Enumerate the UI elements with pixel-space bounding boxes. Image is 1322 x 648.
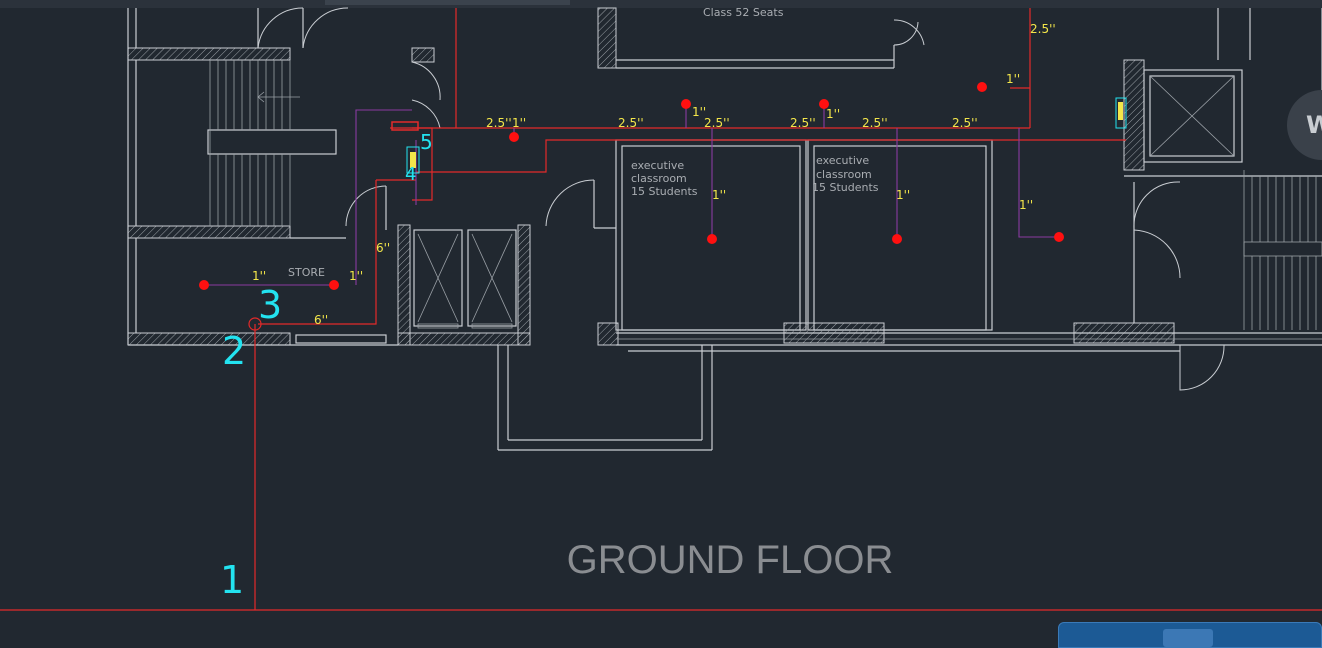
size-label: 2.5'' — [618, 116, 644, 130]
size-label: 2.5'' — [952, 116, 978, 130]
exec2-line2: classroom — [816, 168, 872, 181]
bottom-projection — [497, 345, 713, 451]
sprinkler-head — [707, 234, 717, 244]
executive-classrooms — [597, 139, 1322, 391]
node-tag-2: 2 — [222, 329, 246, 373]
size-label: 1'' — [692, 105, 706, 119]
size-label: 1'' — [1019, 198, 1033, 212]
navigation-knob[interactable] — [1163, 629, 1213, 647]
size-label: 1'' — [349, 269, 363, 283]
top-toolbar-strip — [0, 0, 1322, 8]
store-label: STORE — [288, 266, 325, 279]
node-tag-5: 5 — [420, 130, 433, 154]
top-classroom — [597, 7, 1251, 69]
size-label: 1'' — [512, 116, 526, 130]
exec1-line1: executive — [631, 159, 684, 172]
sprinkler-head — [509, 132, 519, 142]
sprinkler-pipework — [0, 8, 1322, 611]
size-label: 6'' — [314, 313, 328, 327]
size-label: 2.5'' — [790, 116, 816, 130]
sprinkler-head — [819, 99, 829, 109]
size-label: 2.5'' — [1030, 22, 1056, 36]
drawing-title: GROUND FLOOR — [567, 538, 894, 582]
node-tag-4: 4 — [405, 164, 416, 185]
sprinkler-heads — [199, 82, 1064, 290]
sprinkler-head — [199, 280, 209, 290]
sprinkler-head — [892, 234, 902, 244]
sprinkler-head — [681, 99, 691, 109]
sprinkler-head — [329, 280, 339, 290]
room-labels: STORE Class 52 Seats executive classroom… — [288, 6, 879, 279]
size-label: 2.5'' — [862, 116, 888, 130]
riser-equipment — [248, 97, 1127, 331]
edge-letter: W — [1306, 111, 1322, 139]
exec2-line3: 15 Students — [812, 181, 879, 194]
node-tag-1: 1 — [220, 558, 244, 602]
pipe-size-labels: 2.5'' 1'' 2.5'' 1'' 2.5'' 1'' 2.5'' 2.5'… — [252, 22, 1056, 327]
size-label: 2.5'' — [486, 116, 512, 130]
size-label: 1'' — [826, 107, 840, 121]
left-stair-core — [127, 7, 441, 346]
size-label: 1'' — [712, 188, 726, 202]
exec1-line2: classroom — [631, 172, 687, 185]
top-class-label: Class 52 Seats — [703, 6, 784, 19]
node-tags: 1 2 3 4 5 — [220, 130, 433, 602]
exec1-line3: 15 Students — [631, 185, 698, 198]
size-label: 1'' — [896, 188, 910, 202]
exec2-line1: executive — [816, 154, 869, 167]
size-label: 1'' — [1006, 72, 1020, 86]
size-label: 1'' — [252, 269, 266, 283]
sprinkler-head — [1054, 232, 1064, 242]
size-label: 6'' — [376, 241, 390, 255]
lift-core — [397, 179, 616, 346]
drawing-tab[interactable] — [325, 0, 570, 5]
size-label: 2.5'' — [704, 116, 730, 130]
node-tag-3: 3 — [258, 283, 282, 327]
sprinkler-head — [977, 82, 987, 92]
navigation-widget[interactable] — [1058, 622, 1322, 648]
right-core — [1123, 8, 1322, 330]
store-area — [290, 185, 387, 344]
